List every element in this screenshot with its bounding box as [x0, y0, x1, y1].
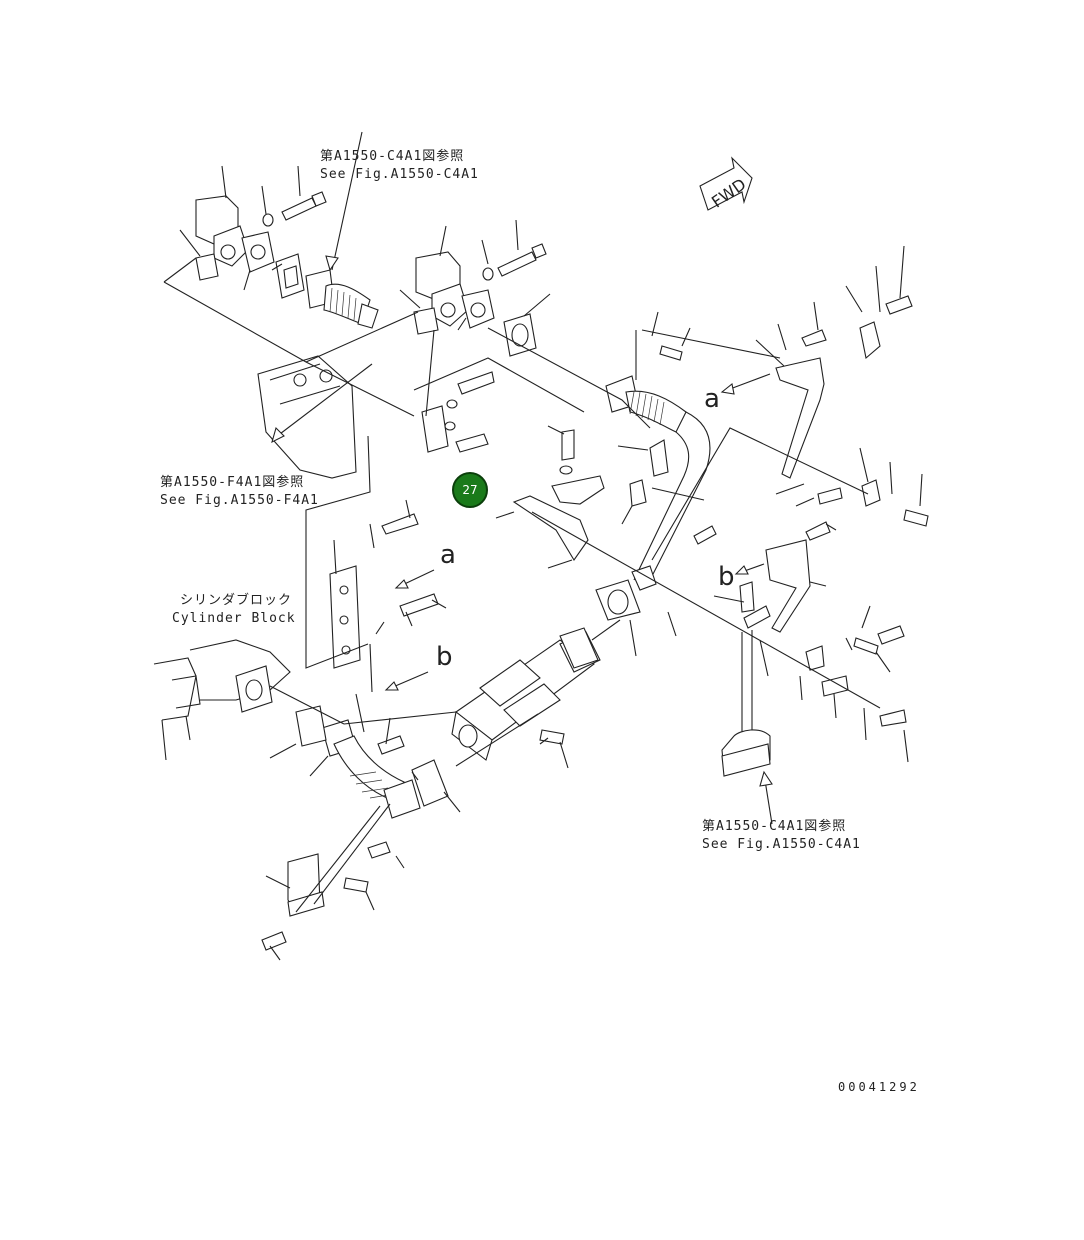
bracket-right-lower — [739, 539, 811, 633]
bellows-left — [305, 269, 379, 329]
bracket-left — [329, 565, 361, 669]
bolt-top-center — [497, 243, 547, 277]
marker-b-right: b — [718, 562, 735, 592]
marker-a-right: a — [704, 384, 720, 414]
leader-lines — [163, 131, 923, 961]
ref-plate-en: See Fig.A1550-F4A1 — [160, 493, 319, 508]
cylinder-block-jp: シリンダブロック — [180, 593, 293, 608]
marker-a-left: a — [440, 540, 456, 570]
egr-pipe-upper — [605, 375, 711, 581]
ref-top-jp: 第A1550-C4A1図参照 — [320, 149, 465, 164]
pipe-flange — [595, 565, 657, 621]
part-number-badge[interactable]: 27 — [452, 472, 488, 508]
gasket-center — [503, 313, 537, 357]
bolt-top-left — [281, 191, 327, 221]
bolts-right — [261, 295, 929, 951]
connection-arrows — [384, 373, 771, 691]
cylinder-block-outline — [153, 639, 291, 761]
marker-b-left: b — [436, 642, 453, 672]
bracket-right-upper — [775, 357, 825, 479]
engine-plate — [257, 355, 357, 479]
egr-valve-left — [195, 195, 275, 281]
cylinder-block-en: Cylinder Block — [172, 611, 296, 626]
lower-elbow — [321, 719, 421, 819]
ref-plate-jp: 第A1550-F4A1図参照 — [160, 475, 305, 490]
drawing-number: 00041292 — [838, 1080, 920, 1094]
egr-valve-right — [413, 251, 495, 335]
ref-bottom-en: See Fig.A1550-C4A1 — [702, 837, 861, 852]
ref-top-en: See Fig.A1550-C4A1 — [320, 167, 479, 182]
gasket-left — [275, 253, 305, 299]
clamp-bracket — [421, 371, 495, 453]
bracket-bottom — [287, 853, 325, 917]
cooler-gasket — [411, 627, 599, 807]
drain-pipe-right — [721, 630, 771, 777]
fwd-arrow — [699, 156, 753, 211]
reference-arrows — [271, 255, 773, 787]
clips-right — [805, 321, 881, 697]
ref-bottom-jp: 第A1550-C4A1図参照 — [702, 819, 847, 834]
